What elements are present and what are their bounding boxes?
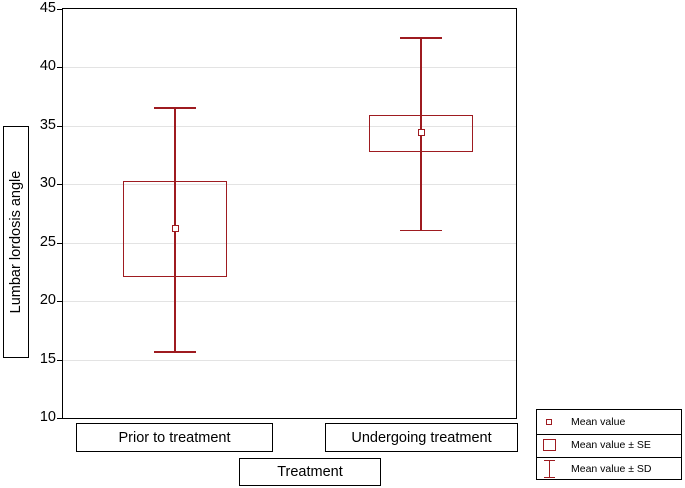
x-axis-label: Treatment [277,464,343,480]
gridline [63,301,516,303]
se-box-icon [537,434,571,458]
legend-row-mean: Mean value [537,410,681,434]
legend-divider-2 [537,457,681,459]
mean-marker [171,225,179,233]
whisker-cap-upper [400,37,442,39]
mean-marker-icon [537,410,571,434]
y-tick-mark [57,242,62,244]
whisker-cap-lower [400,229,442,232]
y-tick-label: 10 [39,409,56,425]
gridline [63,242,516,244]
legend-row-sd: Mean value ± SD [537,457,681,481]
gridline [63,184,516,186]
y-tick-mark [57,359,62,361]
y-tick-mark [57,184,62,186]
sd-whisker-icon [537,457,571,481]
y-tick-label: 25 [39,233,56,250]
y-tick-label: 35 [39,116,56,133]
gridline [63,125,516,127]
gridline [63,67,516,69]
y-tick-label: 15 [39,350,56,367]
y-tick-mark [57,301,62,303]
whisker-cap-upper [154,107,196,109]
category-label-1: Undergoing treatment [351,429,492,446]
whisker-cap-lower [154,351,196,353]
se-box [369,115,473,152]
x-axis-label-box: Treatment [239,458,381,486]
mean-marker [417,129,425,137]
plot-area [62,8,517,419]
category-label-0: Prior to treatment [118,429,231,446]
y-tick-label: 20 [39,292,56,309]
legend: Mean value Mean value ± SE Mean value ± … [536,409,682,480]
category-box-0: Prior to treatment [76,423,273,452]
category-box-1: Undergoing treatment [325,423,518,452]
y-tick-label: 45 [39,0,56,16]
legend-label-sd: Mean value ± SD [571,462,652,475]
y-tick-mark [57,418,62,419]
gridline [63,359,516,361]
y-tick-mark [57,125,62,127]
y-tick-label: 40 [39,58,56,75]
y-tick-label: 30 [39,175,56,192]
legend-label-se: Mean value ± SE [571,439,651,452]
y-tick-mark [57,67,62,69]
se-box [123,180,227,277]
legend-divider-1 [537,433,681,435]
y-axis-label-box: Lumbar lordosis angle [3,126,29,358]
legend-row-se: Mean value ± SE [537,434,681,458]
y-tick-mark [57,9,62,10]
legend-label-mean: Mean value [571,415,626,428]
